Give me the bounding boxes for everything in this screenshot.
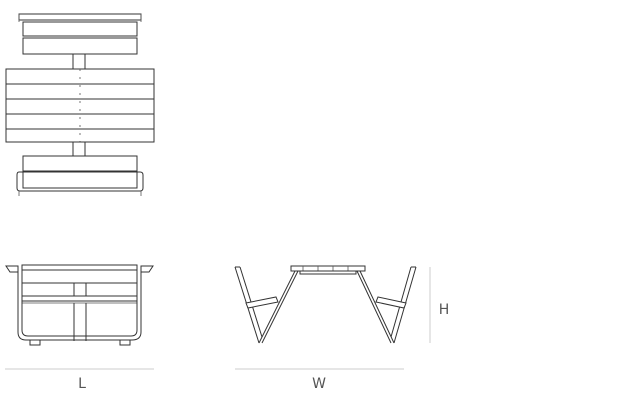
top-view-beam-lower bbox=[72, 141, 86, 157]
side-view bbox=[5, 264, 154, 346]
top-view-tabletop bbox=[5, 68, 155, 143]
width-label: W bbox=[312, 376, 326, 392]
top-view-beam-upper bbox=[72, 53, 86, 70]
height-label: H bbox=[439, 302, 450, 318]
top-view bbox=[5, 13, 155, 196]
top-view-upper-bench bbox=[18, 13, 142, 55]
front-view bbox=[234, 265, 417, 344]
length-label: L bbox=[78, 376, 86, 392]
top-view-lower-bench bbox=[16, 155, 144, 196]
